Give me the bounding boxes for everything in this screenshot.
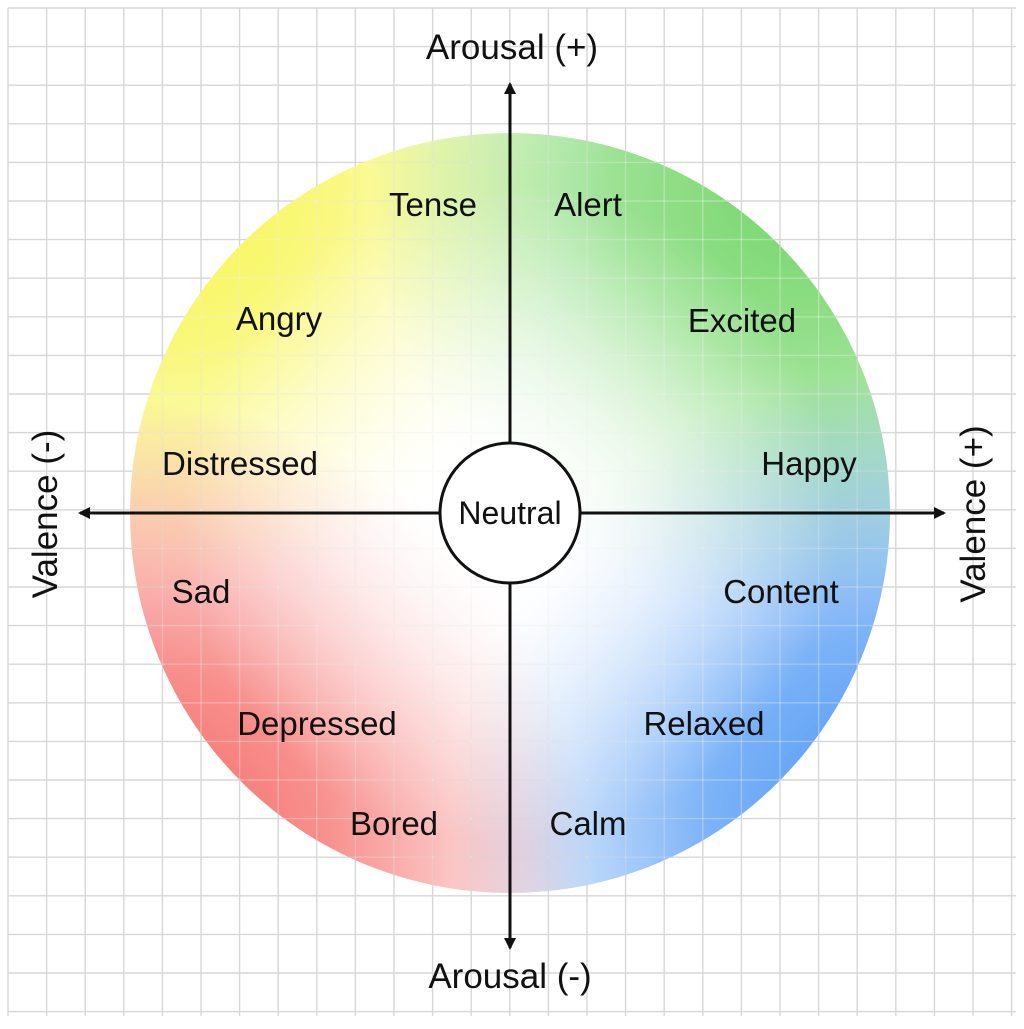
emotion-angry: Angry: [236, 300, 323, 337]
emotion-content: Content: [723, 573, 839, 610]
neutral-label: Neutral: [458, 495, 561, 531]
arousal-negative-label: Arousal (-): [428, 957, 591, 996]
emotion-happy: Happy: [761, 445, 857, 482]
emotion-calm: Calm: [549, 805, 626, 842]
arousal-positive-label: Arousal (+): [426, 28, 598, 67]
emotion-depressed: Depressed: [237, 705, 397, 742]
emotion-sad: Sad: [172, 573, 231, 610]
neutral-circle: [438, 441, 582, 585]
emotion-excited: Excited: [688, 302, 796, 339]
emotion-relaxed: Relaxed: [643, 705, 764, 742]
emotion-alert: Alert: [554, 186, 622, 223]
emotion-distressed: Distressed: [162, 445, 318, 482]
emotion-bored: Bored: [350, 805, 438, 842]
emotion-tense: Tense: [389, 186, 477, 223]
valence-negative-label: Valence (-): [26, 430, 65, 599]
valence-positive-label: Valence (+): [954, 425, 993, 602]
